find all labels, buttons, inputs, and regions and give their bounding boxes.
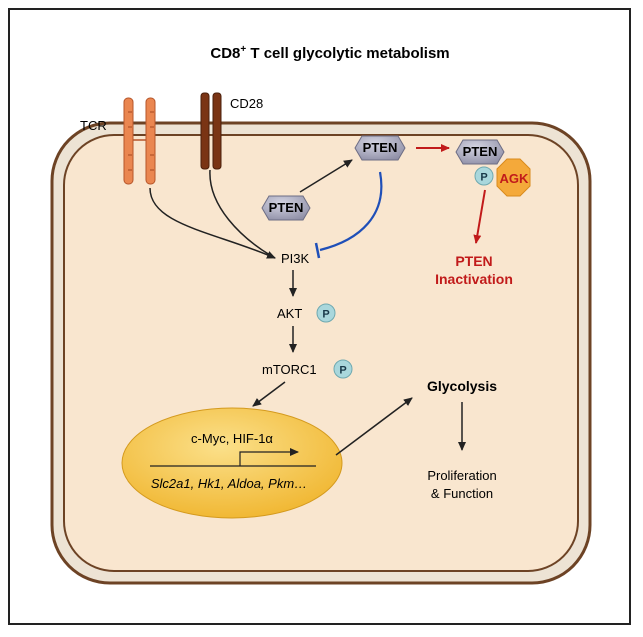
tcr-label: TCR: [80, 118, 107, 133]
mtorc1-label: mTORC1: [262, 362, 317, 377]
pten-membrane-label: PTEN: [363, 140, 398, 155]
pten-phosphorylated-node: [455, 139, 505, 165]
agk-kinase: [496, 158, 531, 197]
nucleus: [121, 407, 343, 519]
akt-phospho-circle: [316, 303, 336, 323]
akt-label: AKT: [277, 306, 302, 321]
pi3k-label: PI3K: [281, 251, 310, 266]
tcr-to-pi3k-arrow: [149, 187, 276, 259]
cell-membrane-inner: [63, 134, 579, 572]
pten-inactivation-arrow: [473, 189, 486, 244]
pten-inhibits-pi3k-line: [319, 171, 383, 252]
tcr-receptor: [123, 97, 156, 185]
nucleus-factors: c-Myc, HIF-1α: [191, 431, 273, 446]
cd28-to-pi3k-arrow: [209, 169, 276, 259]
mtorc1-phospho-circle: [333, 359, 353, 379]
pten-phosphorylated-label: PTEN: [463, 144, 498, 159]
pten-cytoplasm-label: PTEN: [269, 200, 304, 215]
mtorc1-phospho-mark: P: [339, 365, 346, 377]
pten-phospho-circle: [474, 166, 494, 186]
pten-membrane-node: [354, 135, 406, 161]
pten-phospho-mark: P: [480, 172, 487, 184]
glycolysis-label: Glycolysis: [427, 378, 497, 394]
result-line2: & Function: [431, 486, 493, 501]
inhibition-bar: [314, 242, 321, 259]
mtorc1-to-nucleus-arrow: [252, 381, 286, 407]
pten-inactivation-line1: PTEN: [455, 253, 492, 269]
pten-cytoplasm-node: [261, 195, 311, 221]
nucleus-genes: Slc2a1, Hk1, Aldoa, Pkm…: [151, 476, 307, 491]
agk-label: AGK: [500, 171, 530, 186]
akt-phospho-mark: P: [322, 309, 329, 321]
pten-translocation-arrow: [299, 159, 353, 193]
result-line1: Proliferation: [427, 468, 496, 483]
cd28-receptor: [200, 92, 222, 170]
transcription-arrow: [239, 448, 299, 466]
diagram-title: CD8+ T cell glycolytic metabolism: [210, 44, 449, 62]
cd28-label: CD28: [230, 96, 263, 111]
nucleus-to-glycolysis-arrow: [335, 397, 413, 456]
pten-inactivation-line2: Inactivation: [435, 271, 513, 287]
